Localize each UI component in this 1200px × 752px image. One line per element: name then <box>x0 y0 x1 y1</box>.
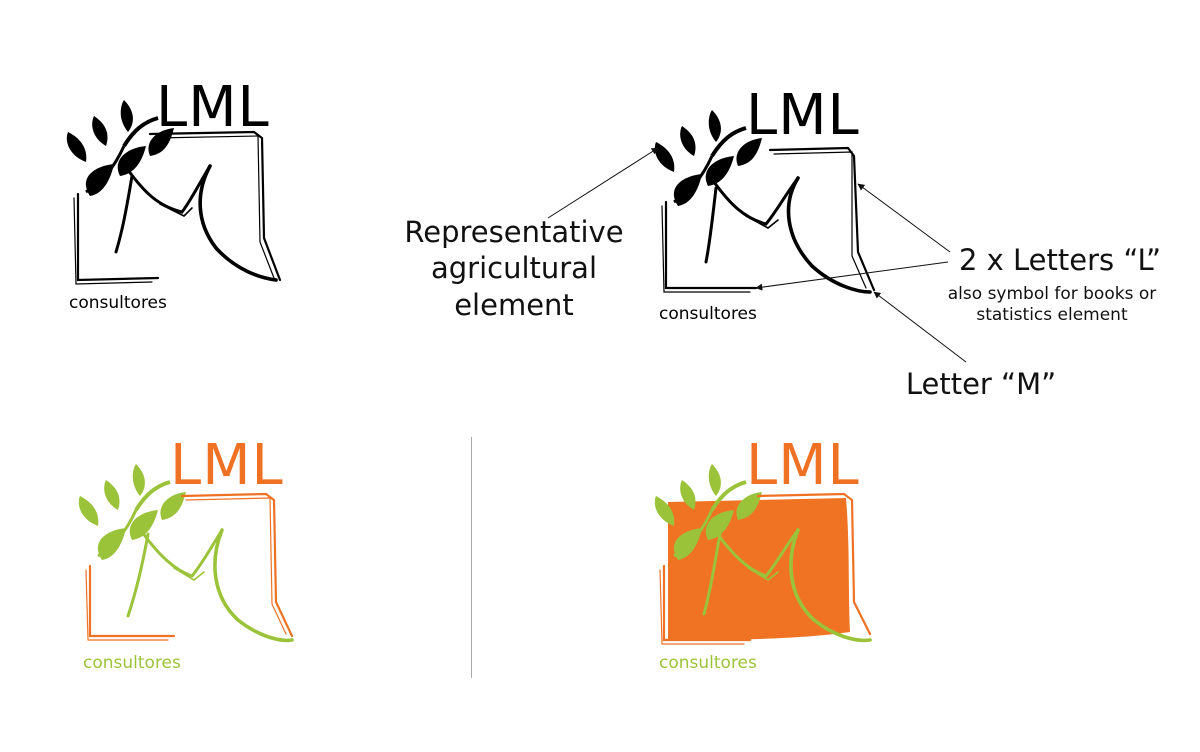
frame-letter-l-right <box>756 492 872 636</box>
logo-black: LML consultores <box>64 72 326 332</box>
logo-annotated: LML consultores <box>652 82 914 342</box>
brand-lml: LML <box>746 433 860 498</box>
letter-m-strokes <box>702 532 722 616</box>
arrow-to-leaves <box>547 147 659 219</box>
logo-color-filled: LML consultores <box>652 433 914 696</box>
frame-letter-l-left <box>662 564 752 642</box>
brand-consultores: consultores <box>659 304 757 324</box>
annotation-letters-l: 2 x Letters “L” <box>958 243 1162 277</box>
brand-consultores: consultores <box>83 653 181 673</box>
frame-letter-l-left <box>88 564 176 638</box>
frame-letter-l-left <box>664 200 758 290</box>
logo-color-outline: LML consultores <box>76 433 338 696</box>
annotation-letter-m: Letter “M” <box>905 367 1057 401</box>
brand-lml: LML <box>170 433 284 498</box>
frame-letter-l-right <box>180 492 294 638</box>
brand-consultores: consultores <box>69 293 167 313</box>
brand-consultores: consultores <box>659 653 757 673</box>
orange-square-fill <box>668 498 850 640</box>
frame-letter-l-right <box>768 146 876 292</box>
frame-letter-l-right <box>148 130 282 282</box>
annotation-agricultural: Representative agricultural element <box>404 215 624 322</box>
brand-lml: LML <box>746 83 860 148</box>
brand-lml: LML <box>156 75 270 140</box>
vertical-divider <box>471 437 472 678</box>
annotation-letters-l-sub: also symbol for books or statistics elem… <box>947 284 1157 326</box>
letter-m-strokes <box>114 174 134 254</box>
letter-m-strokes <box>126 532 150 618</box>
letter-m-strokes <box>704 186 718 264</box>
frame-letter-l-left <box>76 192 160 282</box>
